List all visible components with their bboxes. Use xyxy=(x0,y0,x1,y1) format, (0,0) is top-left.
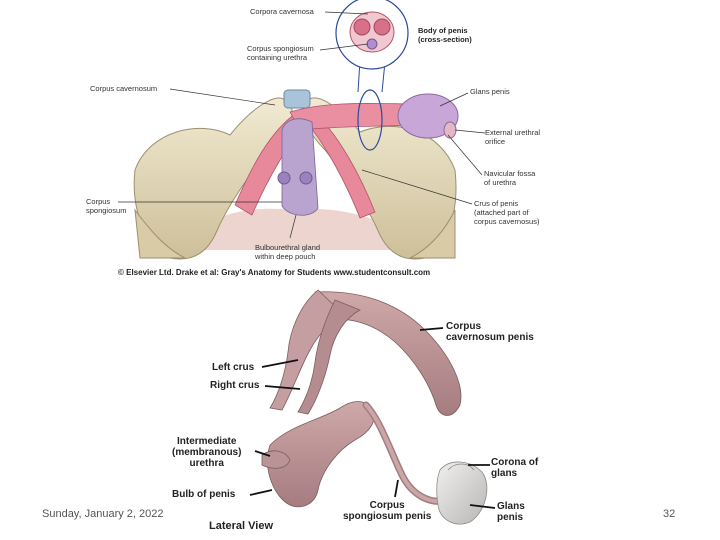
label-right-crus: Right crus xyxy=(210,380,260,391)
label-glans-penis-top: Glans penis xyxy=(470,87,510,96)
label-left-crus: Left crus xyxy=(212,362,255,373)
label-corpus-cavernosum: Corpus cavernosum xyxy=(90,84,158,93)
lateral-view-title: Lateral View xyxy=(209,520,273,532)
footer-page-number: 32 xyxy=(663,508,676,520)
label-bulb-of-penis: Bulb of penis xyxy=(172,489,236,500)
label-corpus-spongiosum: Corpus spongiosum xyxy=(86,197,127,215)
label-glans-penis-bottom: Glans penis xyxy=(497,501,525,523)
label-corona-of-glans: Corona of glans xyxy=(491,457,539,479)
footer-date: Sunday, January 2, 2022 xyxy=(42,508,164,520)
label-body-of-penis: Body of penis (cross-section) xyxy=(418,26,472,44)
label-corpus-spongiosum-penis: Corpus spongiosum penis xyxy=(343,500,432,522)
label-navicular-fossa: Navicular fossa of urethra xyxy=(484,169,536,187)
label-bulbourethral-gland: Bulbourethral gland within deep pouch xyxy=(255,243,321,261)
lateral-figure xyxy=(261,289,488,525)
label-intermediate-urethra: Intermediate (membranous) urethra xyxy=(172,436,242,469)
bottom-leader-lines xyxy=(249,327,496,509)
label-corpus-cavernosum-penis: Corpus cavernosum penis xyxy=(446,321,534,343)
label-corpora-cavernosa: Corpora cavernosa xyxy=(250,7,314,16)
label-external-urethral-orifice: External urethral orifice xyxy=(485,128,541,146)
pelvis-figure xyxy=(133,0,459,260)
image-credit: © Elsevier Ltd. Drake et al: Gray's Anat… xyxy=(118,268,431,277)
label-corpus-spongiosum-urethra: Corpus spongiosum containing urethra xyxy=(247,44,314,62)
label-crus-of-penis: Crus of penis (attached part of corpus c… xyxy=(474,199,540,226)
top-leader-lines xyxy=(118,11,486,239)
